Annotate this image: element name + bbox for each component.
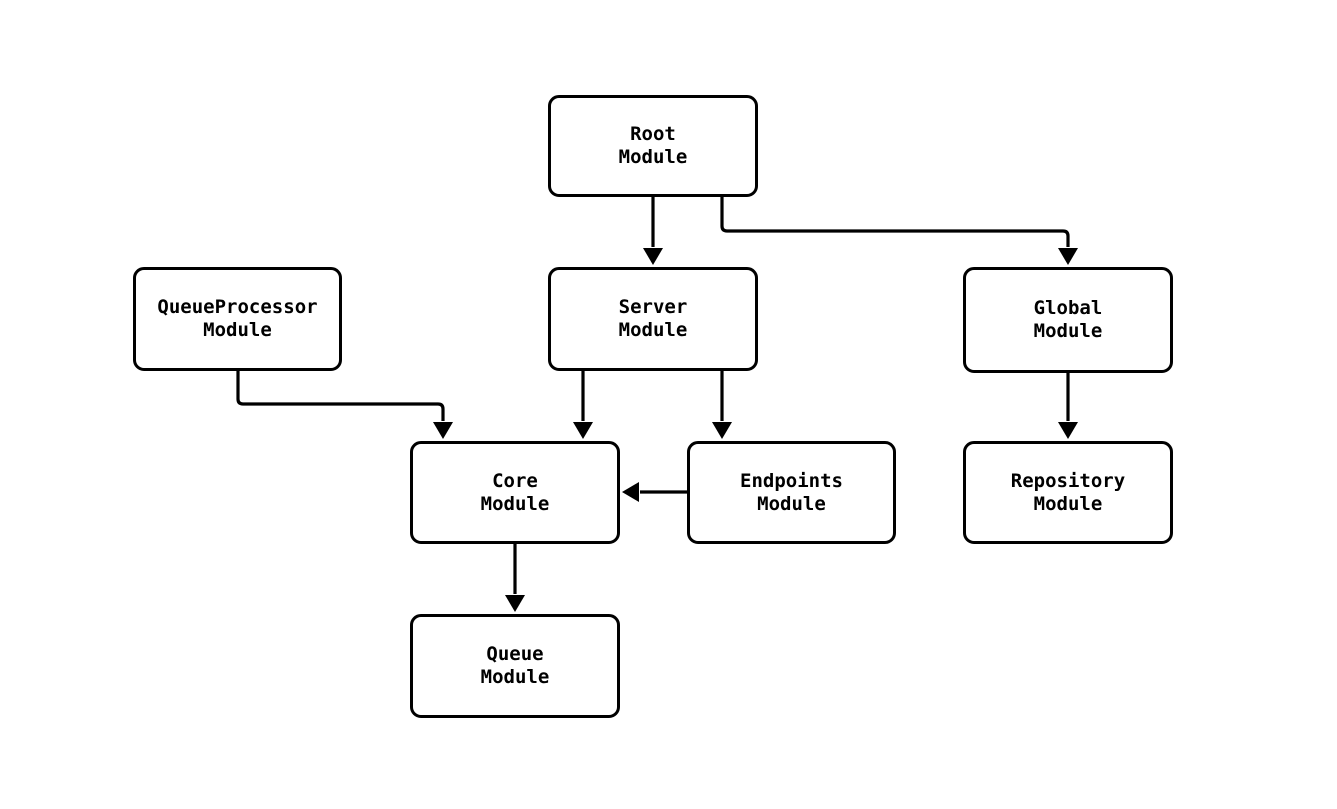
node-repository-line1: Repository: [1010, 469, 1126, 492]
node-queue-line2: Module: [480, 666, 550, 688]
arrowhead-queueprocessor-to-core: [433, 422, 453, 439]
node-endpoints-line1: Endpoints: [740, 469, 843, 492]
node-global-line1: Global: [1033, 297, 1103, 319]
node-core-line1: Core: [492, 469, 538, 492]
node-queue-line1: Queue: [486, 643, 544, 665]
node-queueprocessor[interactable]: QueueProcessor Module: [133, 267, 342, 371]
node-server-line2: Module: [618, 319, 688, 341]
node-queue[interactable]: Queue Module: [410, 614, 620, 718]
arrowhead-core-to-queue: [505, 595, 525, 612]
node-root[interactable]: Root Module: [548, 95, 758, 197]
node-server-line1: Server: [618, 296, 688, 318]
node-core[interactable]: Core Module: [410, 441, 620, 544]
node-repository-line2: Module: [1033, 492, 1103, 515]
node-server[interactable]: Server Module: [548, 267, 758, 371]
node-root-line1: Root: [630, 123, 676, 145]
edge-root-to-global: [720, 197, 1070, 247]
node-repository[interactable]: Repository Module: [963, 441, 1173, 544]
arrowhead-root-to-server: [643, 248, 663, 265]
arrowhead-root-to-global: [1058, 248, 1078, 265]
arrowhead-server-to-core: [573, 422, 593, 439]
arrowhead-server-to-endpoints: [712, 422, 732, 439]
node-root-line2: Module: [618, 146, 688, 168]
edge-queueprocessor-to-core: [236, 371, 445, 421]
node-queueprocessor-line2: Module: [203, 319, 272, 341]
node-global[interactable]: Global Module: [963, 267, 1173, 373]
arrowhead-endpoints-to-core: [622, 482, 639, 502]
node-queueprocessor-line1: QueueProcessor: [157, 296, 318, 318]
node-endpoints[interactable]: Endpoints Module: [687, 441, 896, 544]
arrowhead-global-to-repository: [1058, 422, 1078, 439]
node-global-line2: Module: [1033, 320, 1103, 342]
node-endpoints-line2: Module: [757, 492, 826, 515]
node-core-line2: Module: [480, 492, 550, 515]
